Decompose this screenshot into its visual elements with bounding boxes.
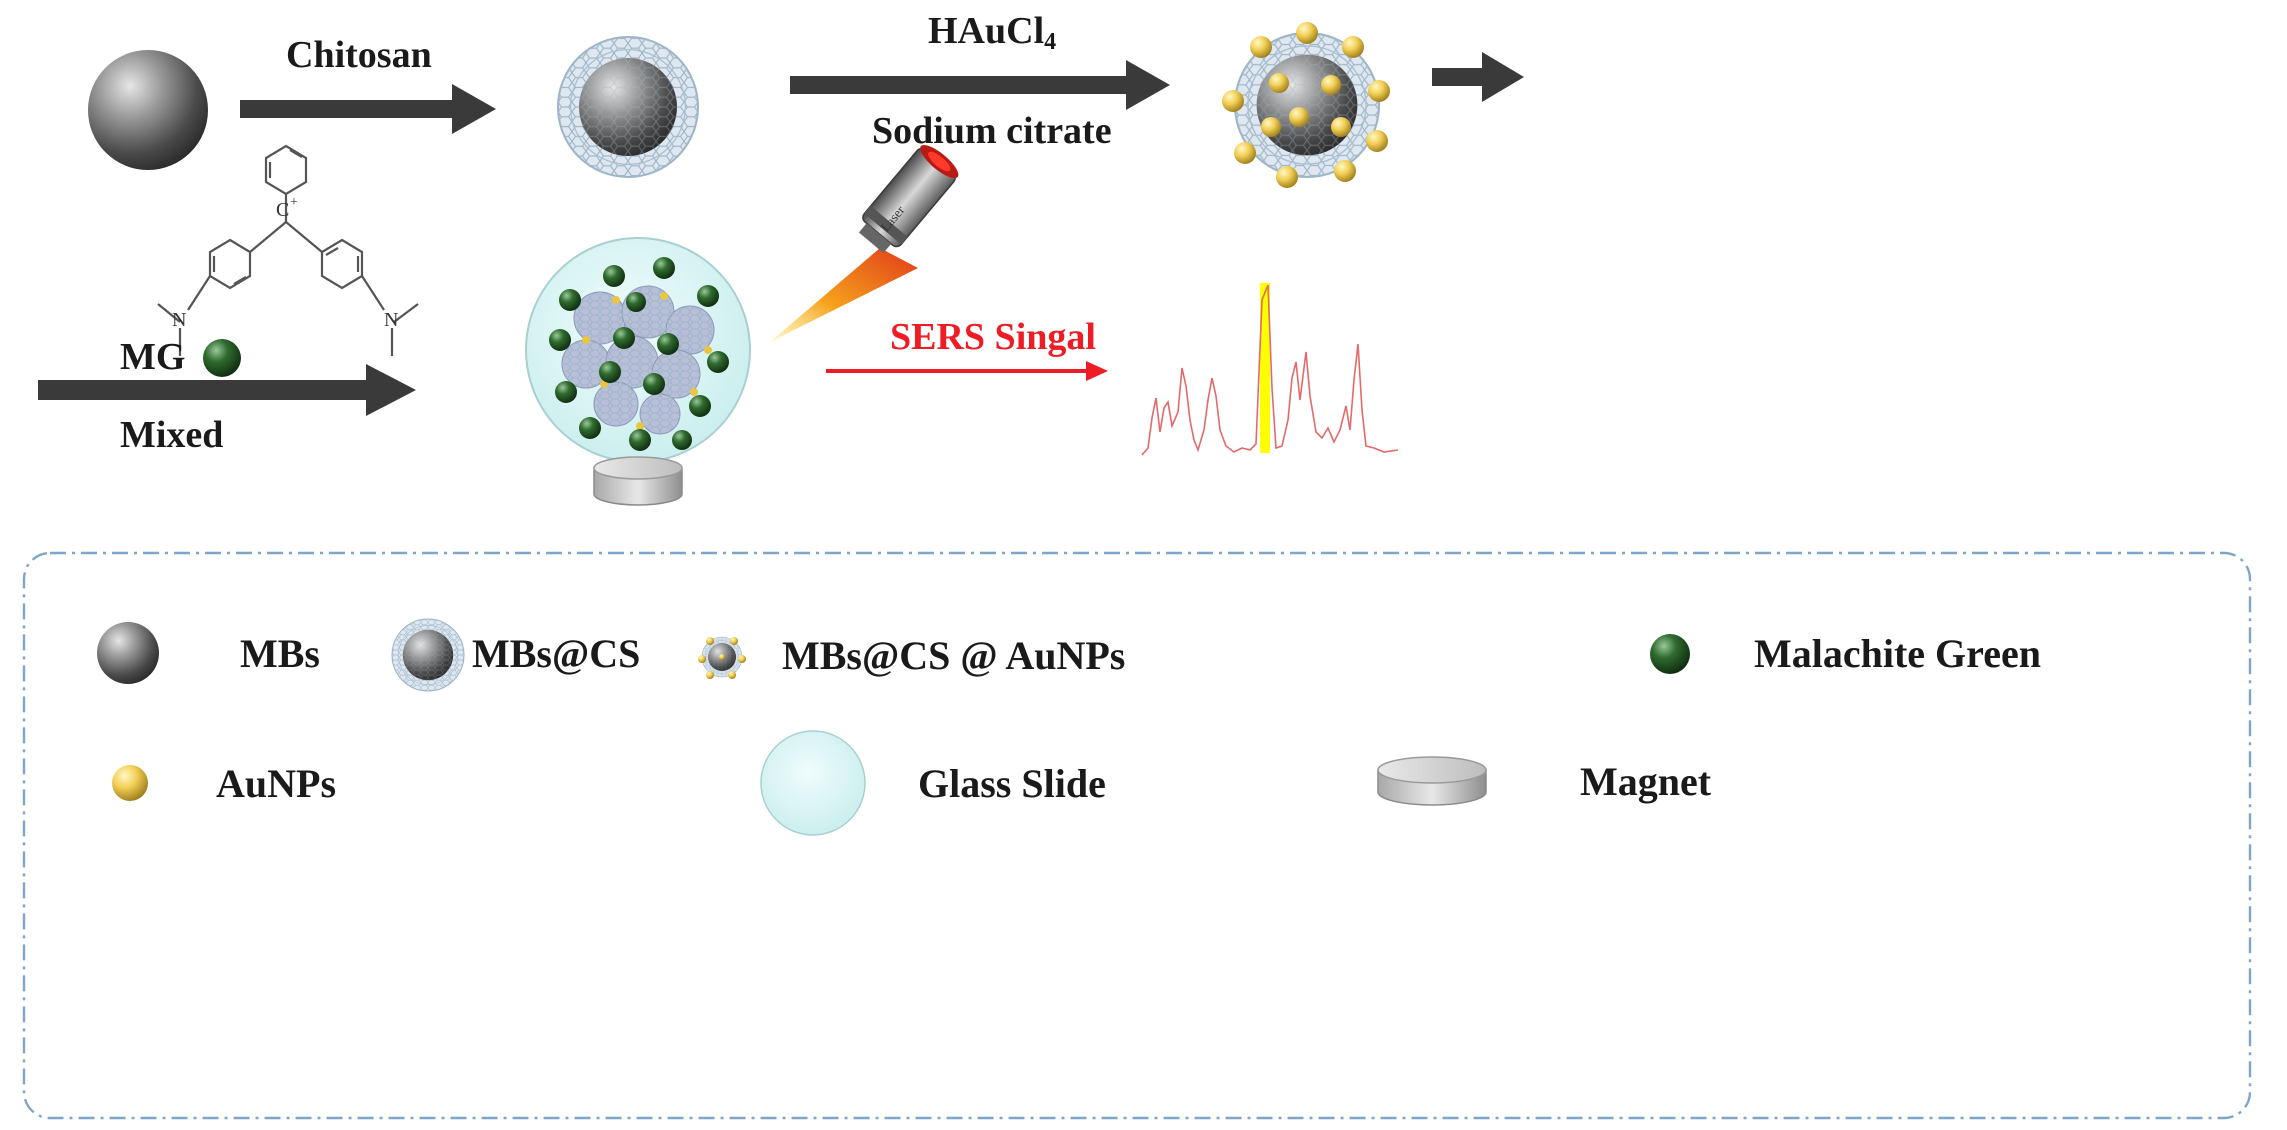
legend-box — [22, 551, 2252, 1120]
legend-mbs-cs-icon — [391, 618, 465, 692]
label-haucl4: HAuCl4 — [928, 10, 1057, 55]
label-chitosan: Chitosan — [286, 34, 432, 76]
arrow-mixed — [38, 364, 416, 416]
legend-mbs-icon — [97, 622, 159, 684]
label-mixed: Mixed — [120, 414, 224, 456]
mg-nitrogen-right: N — [384, 309, 398, 331]
legend-malachite-green-icon — [1650, 634, 1690, 674]
label-mg: MG — [120, 336, 186, 378]
sers-spectrum-icon — [1141, 283, 1399, 456]
malachite-green-icon — [203, 339, 241, 377]
legend-label-malachite-green: Malachite Green — [1754, 631, 2041, 676]
arrow-chitosan — [240, 84, 496, 134]
legend-glass-slide-icon — [760, 730, 866, 836]
label-sodium-citrate: Sodium citrate — [872, 110, 1112, 152]
captured-particles — [549, 257, 729, 451]
legend-label-aunps: AuNPs — [216, 761, 337, 806]
magnetic-bead-icon — [88, 50, 208, 170]
arrow-haucl4 — [790, 60, 1170, 110]
legend-label-glass-slide: Glass Slide — [918, 761, 1106, 806]
svg-text:+: + — [290, 195, 298, 210]
arrow-sers-signal — [826, 361, 1108, 381]
legend-aunps-icon — [112, 765, 148, 801]
magnet-icon — [593, 456, 683, 506]
mg-nitrogen-left: N — [172, 309, 186, 331]
legend-label-mbs: MBs — [240, 631, 320, 676]
legend-magnet-icon — [1377, 756, 1487, 806]
arrow-next — [1432, 52, 1524, 102]
mg-structure-icon — [157, 144, 419, 356]
legend-label-magnet: Magnet — [1580, 759, 1712, 804]
legend-label-mbs-cs-aunps: MBs@CS @ AuNPs — [782, 633, 1126, 678]
label-sers-signal: SERS Singal — [890, 316, 1096, 358]
mg-carbocation-label: C — [276, 199, 289, 221]
gold-decorated-bead-icon — [1222, 22, 1390, 188]
legend-label-mbs-cs: MBs@CS — [472, 631, 641, 676]
laser-icon — [770, 144, 959, 342]
legend-mbs-cs-aunps-icon — [698, 636, 746, 679]
chitosan-coated-bead-icon — [556, 35, 700, 179]
